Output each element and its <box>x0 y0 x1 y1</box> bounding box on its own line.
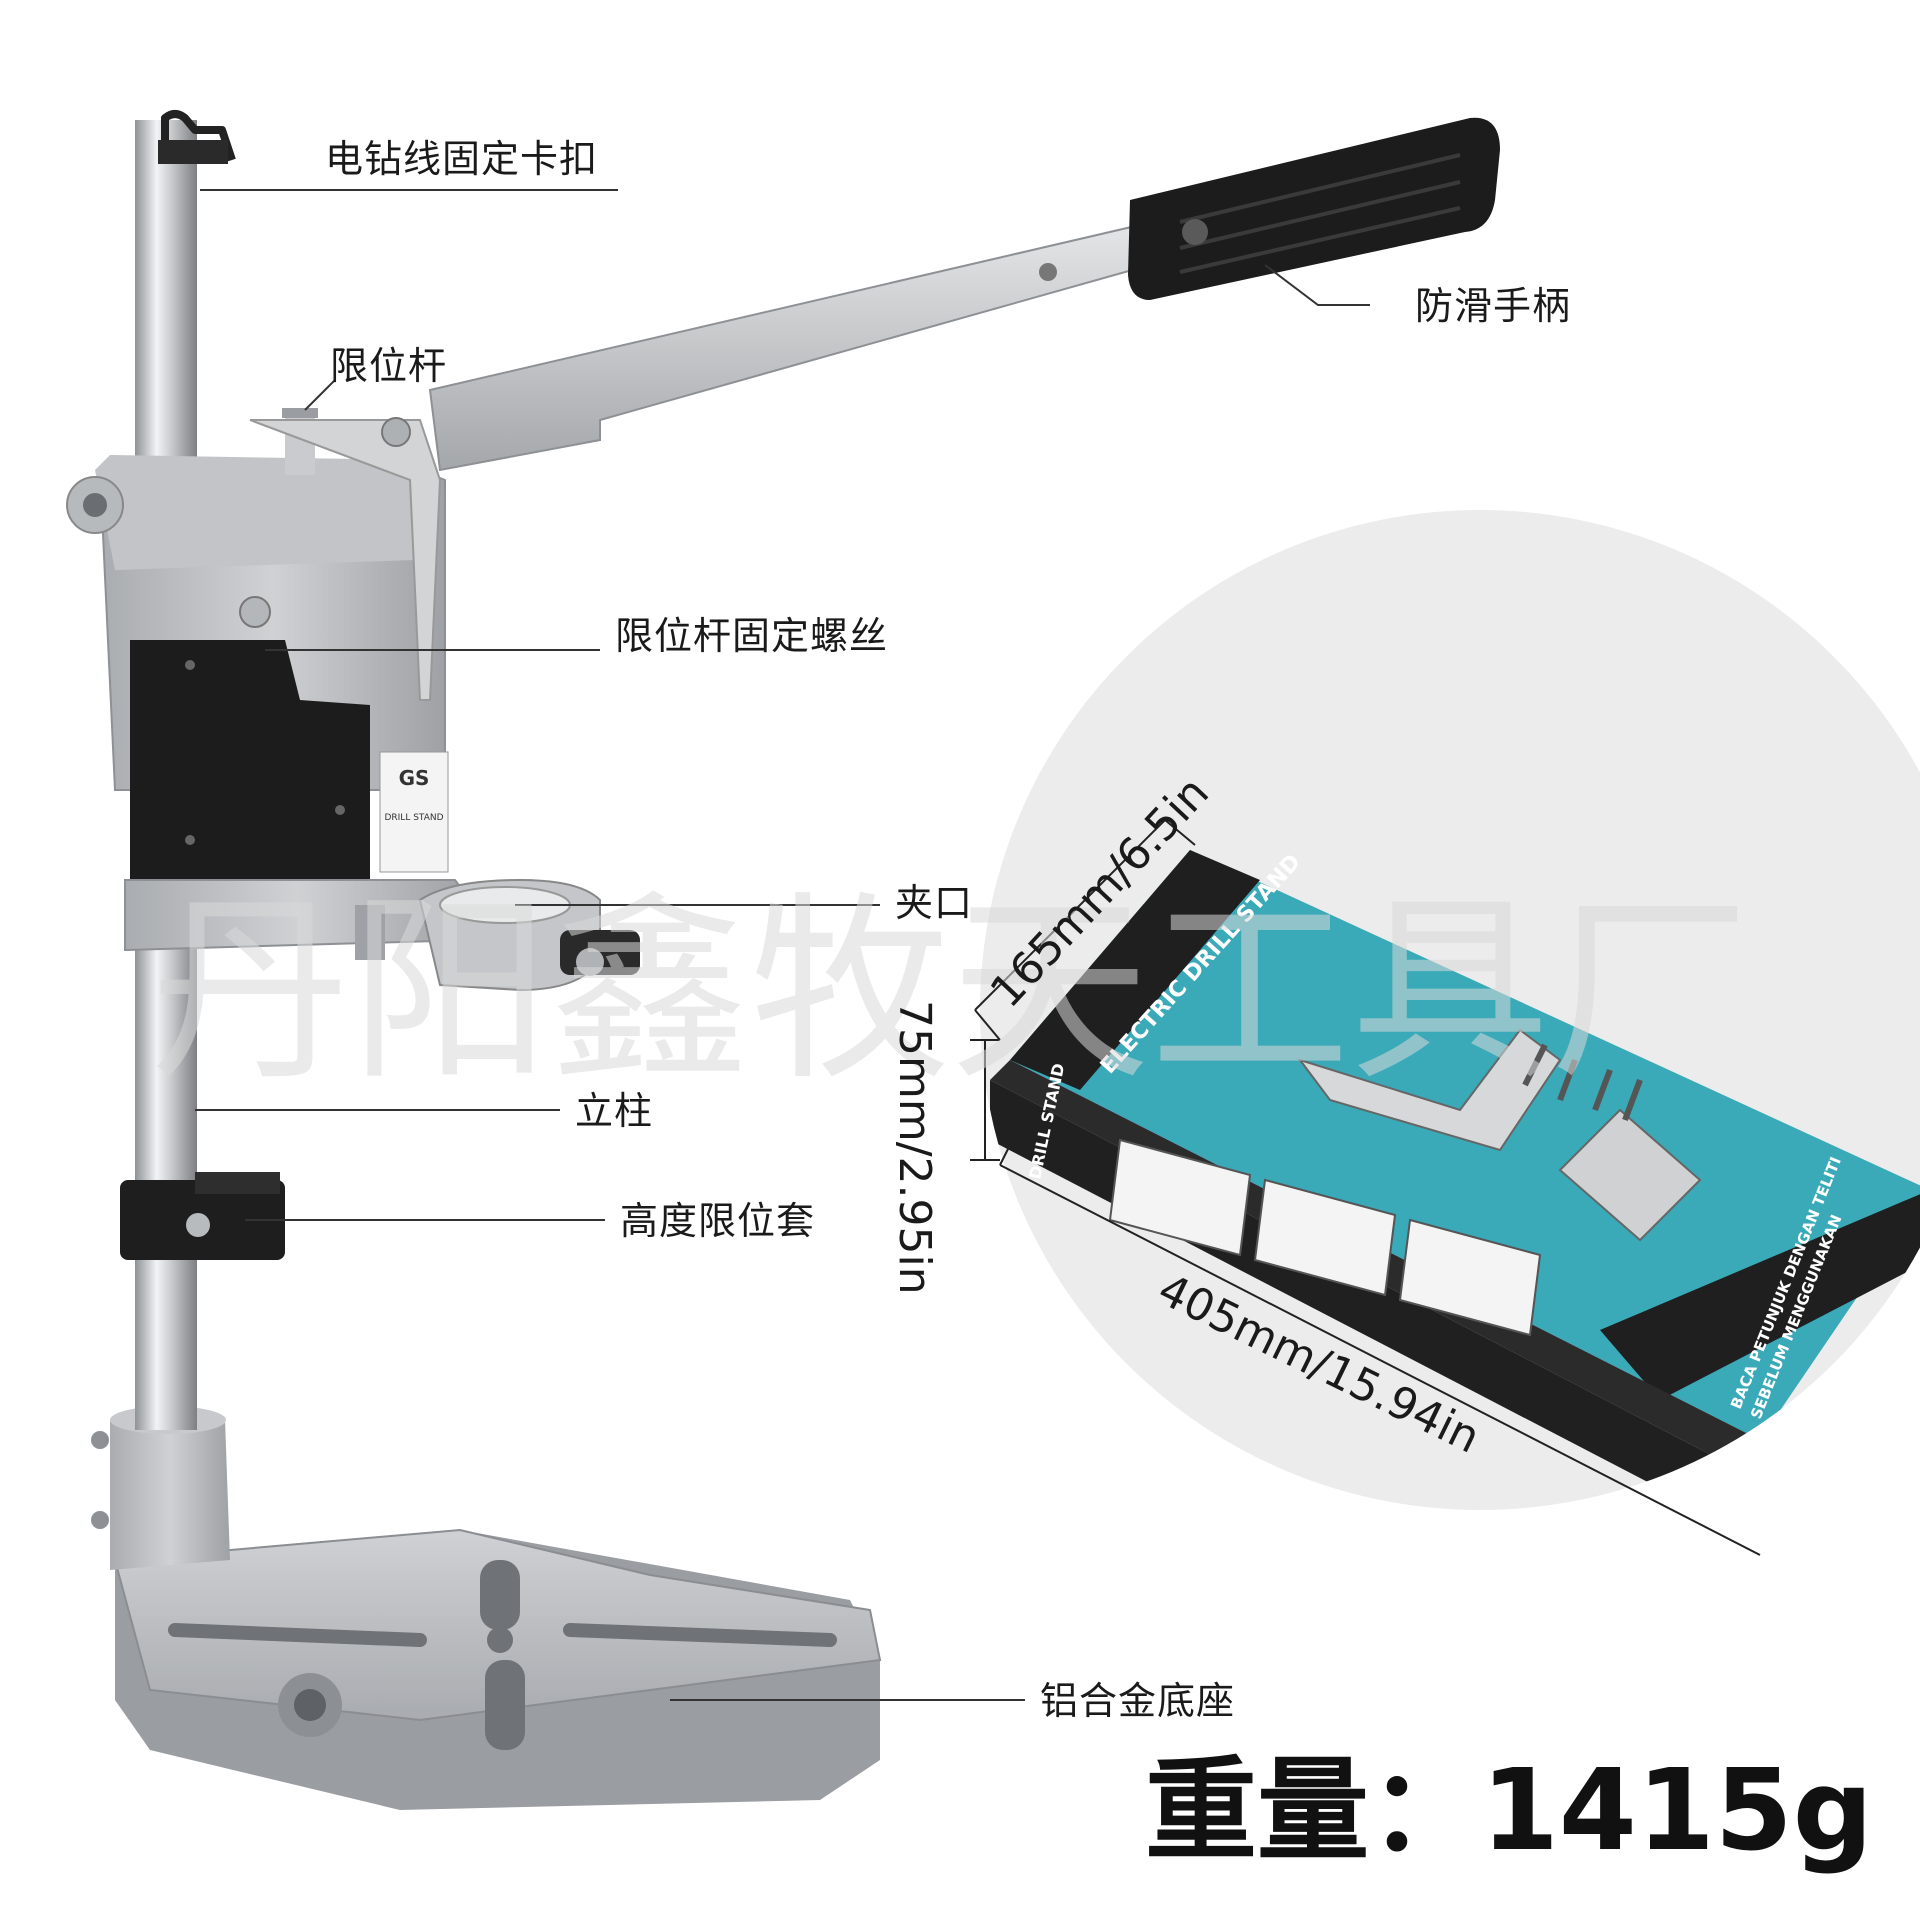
label-height-limit-sleeve: 高度限位套 <box>620 1199 816 1243</box>
label-alloy-base: 铝合金底座 <box>1040 1679 1236 1723</box>
callout-lines <box>195 189 1370 1701</box>
cord-clip <box>161 110 236 162</box>
dimension-lines <box>970 819 1761 1556</box>
weight-label: 重量：1415g <box>1145 1746 1873 1876</box>
lever-arm <box>428 117 1500 472</box>
watermark: 丹阳鑫牧天工具厂 <box>150 875 1750 1108</box>
anti-slip-handle <box>1128 117 1500 301</box>
carriage: GS DRILL STAND <box>66 408 471 952</box>
box-inset: ELECTRIC DRILL STAND DRILL STAND BACA PE… <box>970 510 1920 1556</box>
label-column: 立柱 <box>575 1089 654 1133</box>
label-anti-slip-handle: 防滑手柄 <box>1415 284 1572 328</box>
label-cord-clip: 电钻线固定卡扣 <box>325 137 599 181</box>
height-limit-sleeve <box>120 1172 285 1260</box>
label-clamp: 夹口 <box>895 881 974 925</box>
drill-stand: GS DRILL STAND <box>66 110 1500 1810</box>
label-limit-rod: 限位杆 <box>330 344 448 388</box>
gs-tag-text: DRILL STAND <box>384 813 443 823</box>
aluminium-base <box>91 1406 882 1810</box>
gs-tag-brand: GS <box>399 766 430 790</box>
dimension-height: 75mm/2.95in <box>889 1000 940 1295</box>
label-limit-rod-screw: 限位杆固定螺丝 <box>615 614 889 658</box>
clamp <box>355 878 640 992</box>
